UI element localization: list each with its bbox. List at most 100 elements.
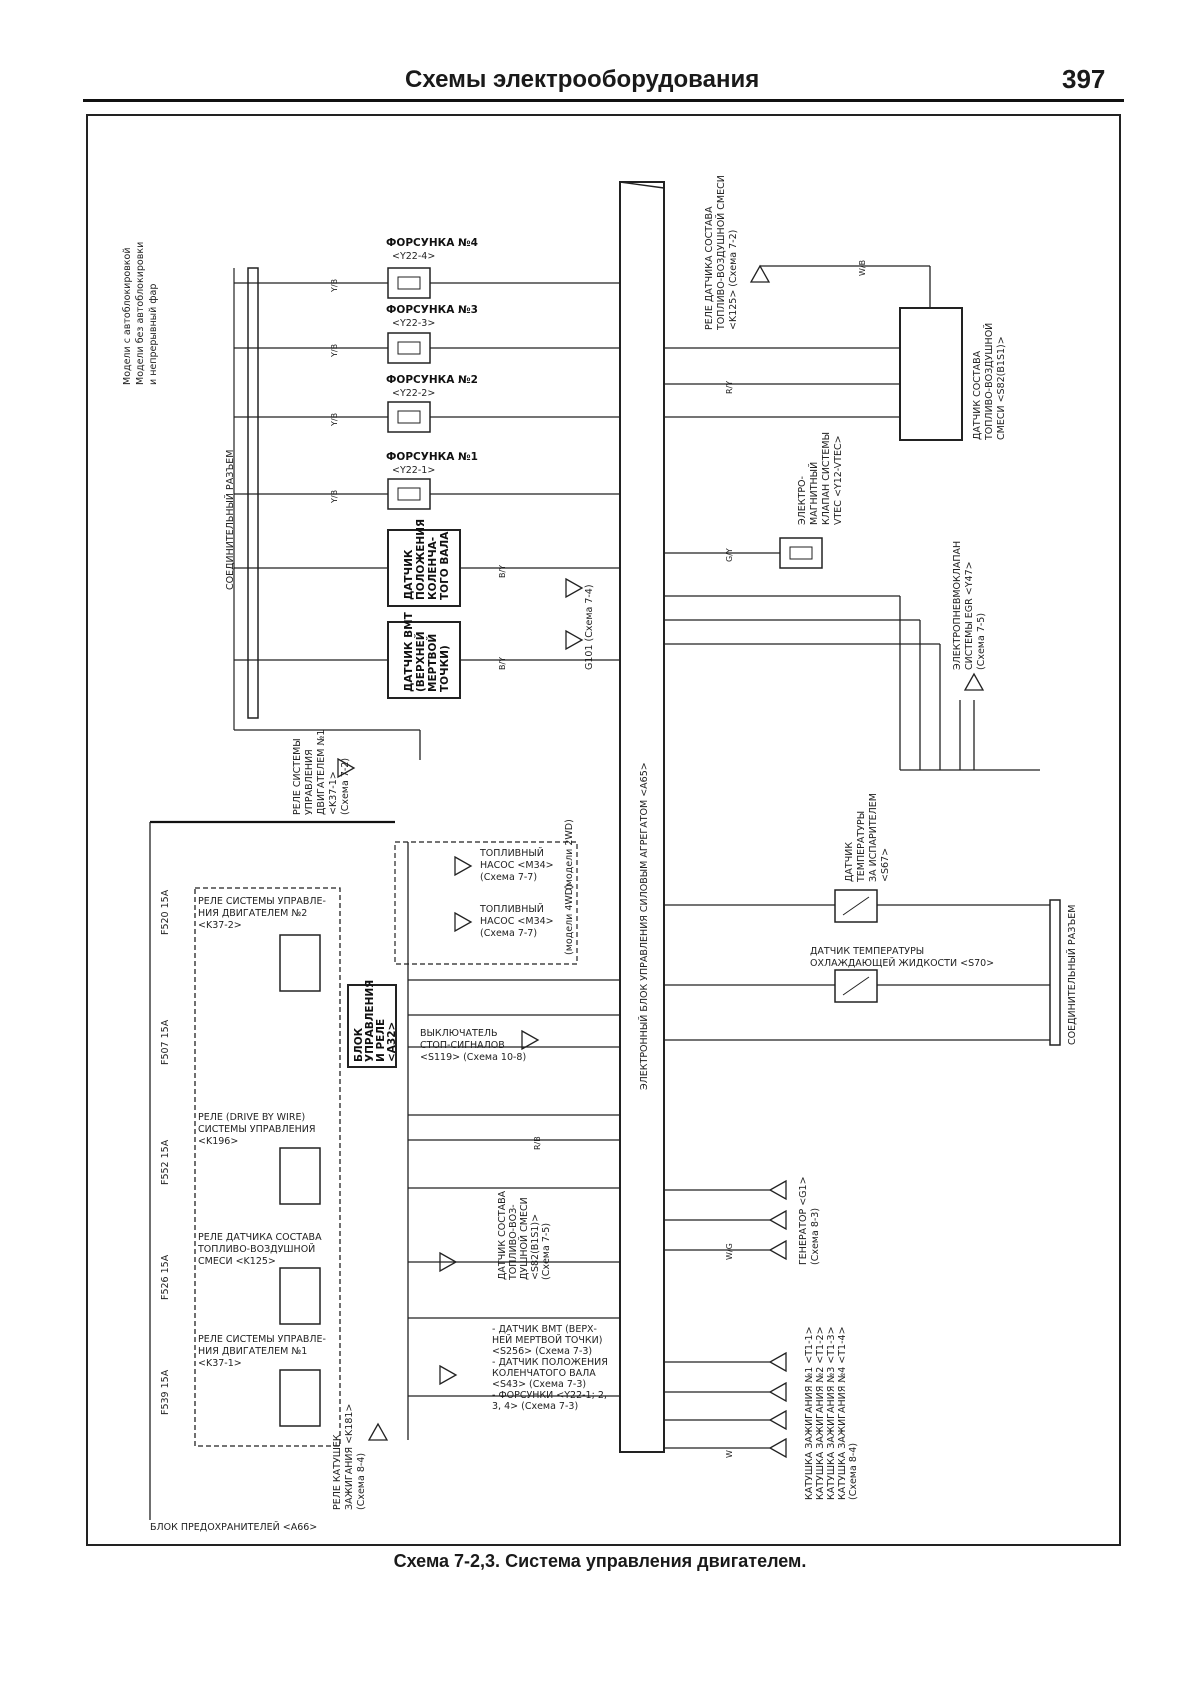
svg-text:ФОРСУНКА №3: ФОРСУНКА №3 [386, 304, 478, 316]
relay-afr: РЕЛЕ ДАТЧИКА СОСТАВА ТОПЛИВО-ВОЗДУШНОЙ С… [197, 1232, 322, 1325]
svg-text:СИСТЕМЫ УПРАВЛЕНИЯ: СИСТЕМЫ УПРАВЛЕНИЯ [198, 1124, 315, 1135]
lower-refs: - ДАТЧИК ВМТ (ВЕРХ- НЕЙ МЕРТВОЙ ТОЧКИ) <… [439, 1324, 608, 1412]
fuse-f552: F552 15A [160, 1139, 171, 1185]
figure-caption: Схема 7-2,3. Система управления двигател… [393, 1551, 807, 1571]
svg-text:<S43> (Схема 7-3): <S43> (Схема 7-3) [492, 1379, 586, 1390]
fuse-f526: F526 15A [160, 1254, 171, 1300]
svg-text:Y/B: Y/B [330, 413, 339, 427]
injector-3: ФОРСУНКА №3 <Y22-3> [386, 304, 478, 364]
svg-text:ПОЛОЖЕНИЯ: ПОЛОЖЕНИЯ [415, 519, 427, 600]
svg-text:РЕЛЕ СИСТЕМЫ УПРАВЛЕ-: РЕЛЕ СИСТЕМЫ УПРАВЛЕ- [198, 1334, 326, 1345]
page-number: 397 [1062, 64, 1106, 94]
svg-text:ГЕНЕРАТОР <G1>: ГЕНЕРАТОР <G1> [798, 1176, 809, 1265]
svg-text:КАТУШКА ЗАЖИГАНИЯ №4 <T1-4>: КАТУШКА ЗАЖИГАНИЯ №4 <T1-4> [837, 1326, 848, 1500]
svg-text:КОЛЕНЧА-: КОЛЕНЧА- [427, 537, 439, 600]
coolant-temp-sensor: ДАТЧИК ТЕМПЕРАТУРЫ ОХЛАЖДАЮЩЕЙ ЖИДКОСТИ … [810, 946, 994, 1003]
svg-text:СОЕДИНИТЕЛЬНЫЙ РАЗЪЕМ: СОЕДИНИТЕЛЬНЫЙ РАЗЪЕМ [1066, 905, 1078, 1045]
svg-text:B/Y: B/Y [498, 657, 507, 670]
svg-text:НИЯ ДВИГАТЕЛЕМ №1: НИЯ ДВИГАТЕЛЕМ №1 [198, 1346, 307, 1357]
svg-text:(Схема 8-4): (Схема 8-4) [848, 1443, 859, 1500]
fuse-f507: F507 15A [160, 1019, 171, 1065]
svg-text:НИЯ ДВИГАТЕЛЕМ №2: НИЯ ДВИГАТЕЛЕМ №2 [198, 908, 307, 919]
svg-text:УПРАВЛЕНИЯ: УПРАВЛЕНИЯ [304, 749, 315, 815]
tdc-sensor: ДАТЧИК ВМТ (ВЕРХНЕЙ МЕРТВОЙ ТОЧКИ) [387, 611, 461, 699]
svg-text:ТОПЛИВНЫЙ: ТОПЛИВНЫЙ [479, 903, 544, 915]
fuse-f539: F539 15A [160, 1369, 171, 1415]
svg-text:УПРАВЛЕНИЯ: УПРАВЛЕНИЯ [364, 980, 376, 1062]
svg-text:ТОПЛИВНЫЙ: ТОПЛИВНЫЙ [479, 847, 544, 859]
svg-text:- ДАТЧИК ВМТ (ВЕРХ-: - ДАТЧИК ВМТ (ВЕРХ- [492, 1324, 597, 1335]
svg-text:КЛАПАН СИСТЕМЫ: КЛАПАН СИСТЕМЫ [821, 432, 832, 525]
fuse-block-region [194, 887, 341, 1447]
svg-text:3, 4> (Схема 7-3): 3, 4> (Схема 7-3) [492, 1401, 578, 1412]
svg-text:(Схема 7-7): (Схема 7-7) [480, 872, 537, 883]
relay-drive-by-wire: РЕЛЕ (DRIVE BY WIRE) СИСТЕМЫ УПРАВЛЕНИЯ … [198, 1112, 321, 1205]
afr-relay-label: РЕЛЕ ДАТЧИКА СОСТАВА ТОПЛИВО-ВОЗДУШНОЙ С… [704, 175, 739, 331]
svg-text:СТОП-СИГНАЛОВ: СТОП-СИГНАЛОВ [420, 1040, 505, 1051]
afr-wires [664, 265, 931, 418]
svg-text:<S256> (Схема 7-3): <S256> (Схема 7-3) [492, 1346, 592, 1357]
svg-text:- ДАТЧИК ПОЛОЖЕНИЯ: - ДАТЧИК ПОЛОЖЕНИЯ [492, 1357, 608, 1368]
svg-text:ФОРСУНКА №2: ФОРСУНКА №2 [386, 374, 478, 386]
afr-sensor: ДАТЧИК СОСТАВА ТОПЛИВО-ВОЗДУШНОЙ СМЕСИ <… [899, 307, 1007, 441]
svg-text:R/B: R/B [533, 1136, 542, 1150]
svg-text:СМЕСИ <K125>: СМЕСИ <K125> [198, 1256, 276, 1267]
fuse-f520: F520 15A [160, 889, 171, 935]
wire-codes: Y/B Y/B Y/B Y/B B/Y B/Y R/Y G/Y W/B R/B … [330, 260, 867, 1458]
svg-text:РЕЛЕ ДАТЧИКА СОСТАВА: РЕЛЕ ДАТЧИКА СОСТАВА [198, 1232, 322, 1243]
generator: ГЕНЕРАТОР <G1> (Схема 8-3) [769, 1176, 821, 1265]
svg-text:F539 15A: F539 15A [160, 1369, 171, 1415]
right-connector: СОЕДИНИТЕЛЬНЫЙ РАЗЪЕМ [1049, 899, 1078, 1046]
svg-text:РЕЛЕ КАТУШЕК: РЕЛЕ КАТУШЕК [332, 1434, 343, 1510]
svg-text:<Y22-4>: <Y22-4> [392, 251, 435, 262]
svg-text:(модели 4WD): (модели 4WD) [564, 884, 575, 955]
svg-text:РЕЛЕ СИСТЕМЫ: РЕЛЕ СИСТЕМЫ [292, 738, 303, 815]
svg-text:МЕРТВОЙ: МЕРТВОЙ [426, 634, 439, 692]
crankshaft-sensor: ДАТЧИК ПОЛОЖЕНИЯ КОЛЕНЧА- ТОГО ВАЛА [387, 519, 461, 607]
svg-text:И РЕЛЕ: И РЕЛЕ [375, 1019, 387, 1062]
svg-text:<A32>: <A32> [386, 1022, 398, 1062]
svg-text:и непрерывный фар: и непрерывный фар [148, 284, 159, 385]
svg-text:РЕЛЕ ДАТЧИКА СОСТАВА: РЕЛЕ ДАТЧИКА СОСТАВА [704, 206, 715, 330]
svg-text:ВЫКЛЮЧАТЕЛЬ: ВЫКЛЮЧАТЕЛЬ [420, 1028, 498, 1039]
svg-text:СМЕСИ <S82(B1S1)>: СМЕСИ <S82(B1S1)> [996, 336, 1007, 440]
svg-text:ДАТЧИК: ДАТЧИК [844, 842, 855, 882]
svg-text:БЛОК: БЛОК [353, 1027, 365, 1062]
svg-text:ТОПЛИВО-ВОЗДУШНОЙ: ТОПЛИВО-ВОЗДУШНОЙ [983, 323, 995, 441]
svg-text:<Y22-2>: <Y22-2> [392, 388, 435, 399]
svg-text:F520 15A: F520 15A [160, 889, 171, 935]
svg-text:ДУШНОЙ СМЕСИ: ДУШНОЙ СМЕСИ [518, 1197, 530, 1280]
svg-text:(Схема 7-7): (Схема 7-7) [480, 928, 537, 939]
ignition-relay: РЕЛЕ КАТУШЕК ЗАЖИГАНИЯ <K181> (Схема 8-4… [332, 1404, 388, 1510]
svg-text:(ВЕРХНЕЙ: (ВЕРХНЕЙ [414, 631, 427, 692]
svg-text:R/Y: R/Y [725, 381, 734, 394]
injector-2: ФОРСУНКА №2 <Y22-2> [386, 374, 478, 433]
svg-text:Модели с автоблокировкой: Модели с автоблокировкой [122, 247, 133, 385]
svg-text:<Y22-3>: <Y22-3> [392, 318, 435, 329]
svg-text:(Схема 7-5): (Схема 7-5) [976, 613, 987, 670]
svg-text:ОХЛАЖДАЮЩЕЙ ЖИДКОСТИ <S70>: ОХЛАЖДАЮЩЕЙ ЖИДКОСТИ <S70> [810, 957, 994, 969]
svg-text:<S67>: <S67> [880, 848, 891, 882]
svg-text:Модели без автоблокировки: Модели без автоблокировки [135, 242, 146, 385]
injector-4: ФОРСУНКА №4 <Y22-4> [386, 237, 478, 299]
svg-text:ЗА ИСПАРИТЕЛЕМ: ЗА ИСПАРИТЕЛЕМ [868, 793, 879, 882]
control-unit-a32: БЛОК УПРАВЛЕНИЯ И РЕЛЕ <A32> [347, 980, 398, 1068]
svg-text:<Y22-1>: <Y22-1> [392, 465, 435, 476]
diagram-frame [86, 114, 1121, 1546]
svg-text:ТОПЛИВО-ВОЗДУШНОЙ СМЕСИ: ТОПЛИВО-ВОЗДУШНОЙ СМЕСИ [715, 175, 727, 331]
svg-text:F507 15A: F507 15A [160, 1019, 171, 1065]
svg-text:<S82(B1S1)>: <S82(B1S1)> [530, 1214, 541, 1280]
relay-engine-1: РЕЛЕ СИСТЕМЫ УПРАВЛЕ- НИЯ ДВИГАТЕЛЕМ №1 … [198, 1334, 326, 1427]
svg-text:(модели 2WD): (модели 2WD) [564, 819, 575, 890]
ecu-bar [619, 181, 665, 1453]
svg-text:ЭЛЕКТРО-: ЭЛЕКТРО- [797, 476, 808, 525]
afr-sensor-ref: ДАТЧИК СОСТАВА ТОПЛИВО-ВОЗ- ДУШНОЙ СМЕСИ… [439, 1190, 552, 1281]
svg-text:F526 15A: F526 15A [160, 1254, 171, 1300]
svg-text:<K37-2>: <K37-2> [198, 920, 242, 931]
svg-text:КАТУШКА ЗАЖИГАНИЯ №1 <T1-1>: КАТУШКА ЗАЖИГАНИЯ №1 <T1-1> [804, 1326, 815, 1500]
svg-text:VTEC <Y12-VTEC>: VTEC <Y12-VTEC> [833, 435, 844, 525]
relay-engine-1-label: РЕЛЕ СИСТЕМЫ УПРАВЛЕНИЯ ДВИГАТЕЛЕМ №1 <K… [292, 730, 351, 815]
egr-valve: ЭЛЕКТРОПНЕВМОКЛАПАН СИСТЕМЫ EGR <Y47> (С… [952, 541, 987, 691]
fuse-block-label: БЛОК ПРЕДОХРАНИТЕЛЕЙ <A66> [150, 1521, 317, 1533]
